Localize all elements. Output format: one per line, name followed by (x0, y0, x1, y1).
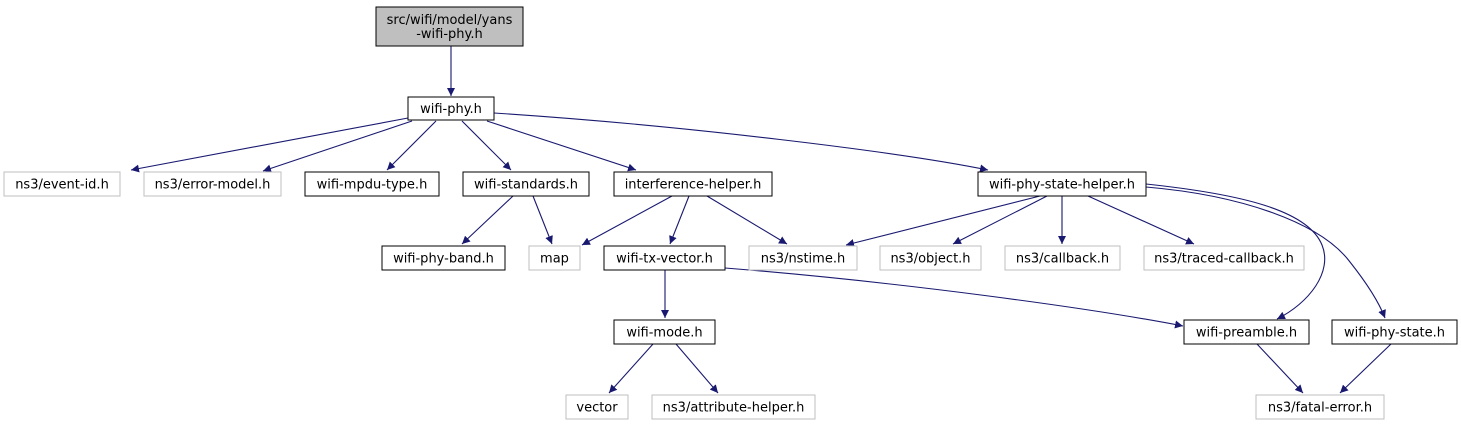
edge-interference-helper-to-wifi-tx-vector (669, 195, 690, 245)
node-label: -wifi-phy.h (416, 27, 483, 42)
node-label: map (540, 252, 569, 267)
node-map: map (528, 245, 581, 271)
node-label: wifi-phy.h (420, 102, 482, 117)
node-wifi-preamble[interactable]: wifi-preamble.h (1183, 319, 1310, 345)
node-box (879, 245, 982, 271)
edge-interference-helper-to-nstime (706, 195, 788, 245)
node-box (1331, 319, 1458, 345)
node-box (528, 245, 581, 271)
node-box (304, 171, 440, 197)
node-box (1004, 245, 1121, 271)
node-wifi-mode[interactable]: wifi-mode.h (613, 319, 716, 345)
edge-wifi-mode-to-vector (608, 343, 654, 394)
node-label: wifi-preamble.h (1196, 326, 1297, 341)
nodes-layer: src/wifi/model/yans-wifi-phy.h wifi-phy.h… (3, 6, 1458, 420)
node-label: wifi-tx-vector.h (616, 252, 713, 267)
node-box (375, 6, 524, 47)
edge-wifi-standards-to-wifi-phy-band (461, 195, 514, 245)
node-wifi-phy-state[interactable]: wifi-phy-state.h (1331, 319, 1458, 345)
node-label: interference-helper.h (625, 178, 762, 193)
node-label: ns3/callback.h (1016, 252, 1109, 267)
node-label: wifi-mode.h (626, 326, 702, 341)
node-label: wifi-phy-state-helper.h (989, 178, 1135, 193)
edge-wifi-phy-h-to-event-id (130, 117, 409, 173)
node-box (1255, 394, 1385, 420)
node-callback: ns3/callback.h (1004, 245, 1121, 271)
node-wifi-phy-h[interactable]: wifi-phy.h (407, 96, 495, 121)
node-box (613, 319, 716, 345)
node-label: wifi-phy-band.h (393, 252, 494, 267)
node-error-model: ns3/error-model.h (143, 171, 282, 197)
node-wifi-phy-band[interactable]: wifi-phy-band.h (381, 245, 506, 271)
node-nstime: ns3/nstime.h (748, 245, 858, 271)
node-label: src/wifi/model/yans (387, 13, 513, 28)
node-vector: vector (565, 394, 629, 420)
edge-wifi-preamble-to-fatal-error (1256, 343, 1304, 394)
node-box (1143, 245, 1305, 271)
edge-wifi-mode-to-attribute-helper (675, 343, 719, 394)
edge-wifi-phy-state-helper-to-wifi-preamble (1145, 183, 1326, 320)
node-label: ns3/event-id.h (15, 178, 109, 193)
edge-wifi-tx-vector-to-wifi-preamble (724, 267, 1184, 329)
node-box (143, 171, 282, 197)
edge-interference-helper-to-map (581, 195, 673, 246)
edge-wifi-standards-to-map (532, 195, 553, 245)
edge-wifi-phy-h-to-interference-helper (486, 120, 637, 172)
node-traced-callback: ns3/traced-callback.h (1143, 245, 1305, 271)
edge-wifi-phy-h-to-wifi-mpdu-type (386, 120, 437, 171)
node-box (651, 394, 816, 420)
edge-wifi-phy-h-to-wifi-phy-state-helper (493, 112, 989, 173)
edge-wifi-phy-state-helper-to-object (952, 195, 1048, 245)
node-wifi-tx-vector[interactable]: wifi-tx-vector.h (603, 245, 726, 271)
node-label: ns3/attribute-helper.h (663, 401, 805, 416)
node-label: ns3/object.h (890, 252, 970, 267)
node-label: ns3/traced-callback.h (1154, 252, 1294, 267)
node-label: wifi-standards.h (474, 178, 578, 193)
node-label: wifi-mpdu-type.h (317, 178, 428, 193)
node-wifi-mpdu-type[interactable]: wifi-mpdu-type.h (304, 171, 440, 197)
edge-wifi-phy-state-helper-to-nstime (845, 195, 1041, 247)
node-box (748, 245, 858, 271)
node-box (3, 171, 121, 197)
node-box (565, 394, 629, 420)
node-box (407, 96, 495, 121)
node-object: ns3/object.h (879, 245, 982, 271)
node-box (1183, 319, 1310, 345)
node-box (462, 171, 590, 197)
edge-wifi-phy-state-to-fatal-error (1339, 343, 1392, 394)
edge-wifi-phy-h-to-error-model (262, 120, 413, 173)
node-attribute-helper: ns3/attribute-helper.h (651, 394, 816, 420)
node-label: ns3/nstime.h (761, 252, 845, 267)
node-root[interactable]: src/wifi/model/yans-wifi-phy.h (375, 6, 524, 47)
edge-wifi-phy-h-to-wifi-standards (461, 120, 512, 171)
node-fatal-error: ns3/fatal-error.h (1255, 394, 1385, 420)
node-interference-helper[interactable]: interference-helper.h (613, 171, 773, 197)
node-label: vector (576, 401, 618, 416)
node-wifi-phy-state-helper[interactable]: wifi-phy-state-helper.h (977, 171, 1147, 197)
edge-wifi-phy-state-helper-to-wifi-phy-state (1145, 186, 1386, 319)
node-wifi-standards[interactable]: wifi-standards.h (462, 171, 590, 197)
node-box (977, 171, 1147, 197)
node-box (603, 245, 726, 271)
edges-layer (130, 46, 1392, 394)
edge-wifi-phy-state-helper-to-traced-callback (1087, 195, 1195, 245)
node-box (613, 171, 773, 197)
node-box (381, 245, 506, 271)
node-label: wifi-phy-state.h (1344, 326, 1445, 341)
node-label: ns3/fatal-error.h (1268, 401, 1372, 416)
node-event-id: ns3/event-id.h (3, 171, 121, 197)
node-label: ns3/error-model.h (155, 178, 271, 193)
